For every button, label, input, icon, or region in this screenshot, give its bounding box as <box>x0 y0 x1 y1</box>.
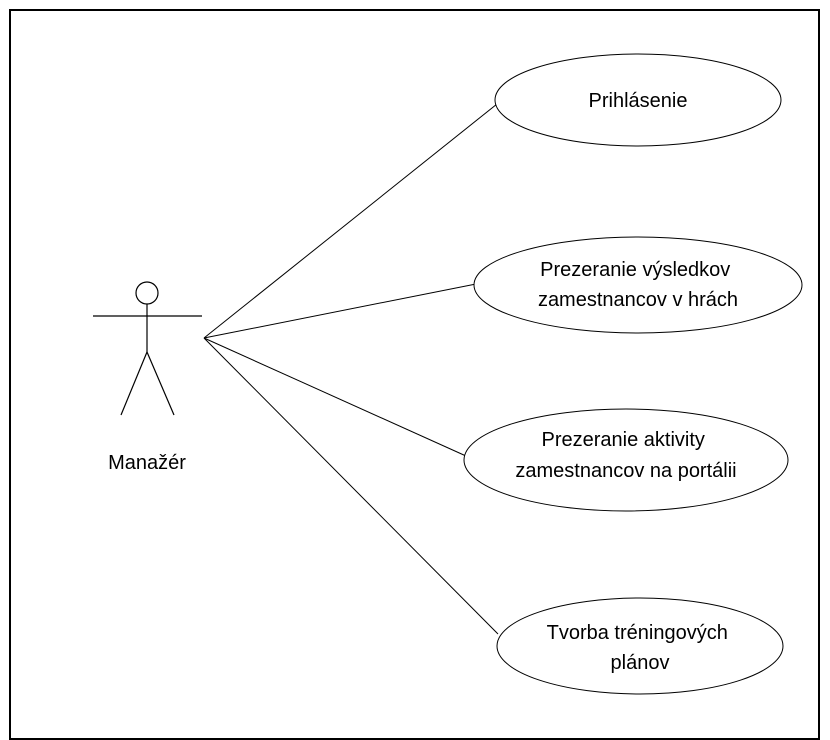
use-case-ellipse <box>463 408 789 512</box>
use-case-label-line: Prihlásenie <box>589 90 688 112</box>
use-case-label-line: Prezeranie výsledkov <box>540 259 730 281</box>
associations <box>203 103 499 635</box>
use-case-label: Prezeranie výsledkov zamestnancov v hrác… <box>538 259 738 311</box>
actor-head <box>135 281 159 305</box>
use-case-label: Prihlásenie <box>589 90 688 112</box>
use-case-uc1[interactable]: Prihlásenie <box>494 53 782 147</box>
use-case-label-line: Prezeranie aktivity <box>542 429 705 451</box>
use-case-label-line: plánov <box>611 652 670 674</box>
actor-manazer[interactable]: Manažér <box>93 281 202 474</box>
use-case-label-line: zamestnancov na portálii <box>515 460 736 482</box>
actor-left-leg <box>120 351 148 416</box>
use-case-uc4[interactable]: Tvorba tréningových plánov <box>496 597 784 695</box>
use-case-uc2[interactable]: Prezeranie výsledkov zamestnancov v hrác… <box>473 236 803 334</box>
actor-label: Manažér <box>108 452 186 474</box>
association-line-uc2 <box>203 283 477 339</box>
use-case-ellipse <box>496 597 784 695</box>
use-case-label-line: zamestnancov v hrách <box>538 289 738 311</box>
use-case-label: Tvorba tréningových plánov <box>547 622 734 674</box>
use-case-ellipse <box>473 236 803 334</box>
association-line-uc4 <box>203 337 499 635</box>
association-line-uc1 <box>203 103 498 339</box>
use-case-uc3[interactable]: Prezeranie aktivity zamestnancov na port… <box>463 408 789 512</box>
diagram-frame <box>9 9 820 740</box>
use-case-label: Prezeranie aktivity zamestnancov na port… <box>515 429 736 482</box>
association-line-uc3 <box>203 337 467 457</box>
use-case-label-line: Tvorba tréningových <box>547 622 728 644</box>
use-case-ellipse <box>494 53 782 147</box>
actor-right-leg <box>146 351 175 416</box>
